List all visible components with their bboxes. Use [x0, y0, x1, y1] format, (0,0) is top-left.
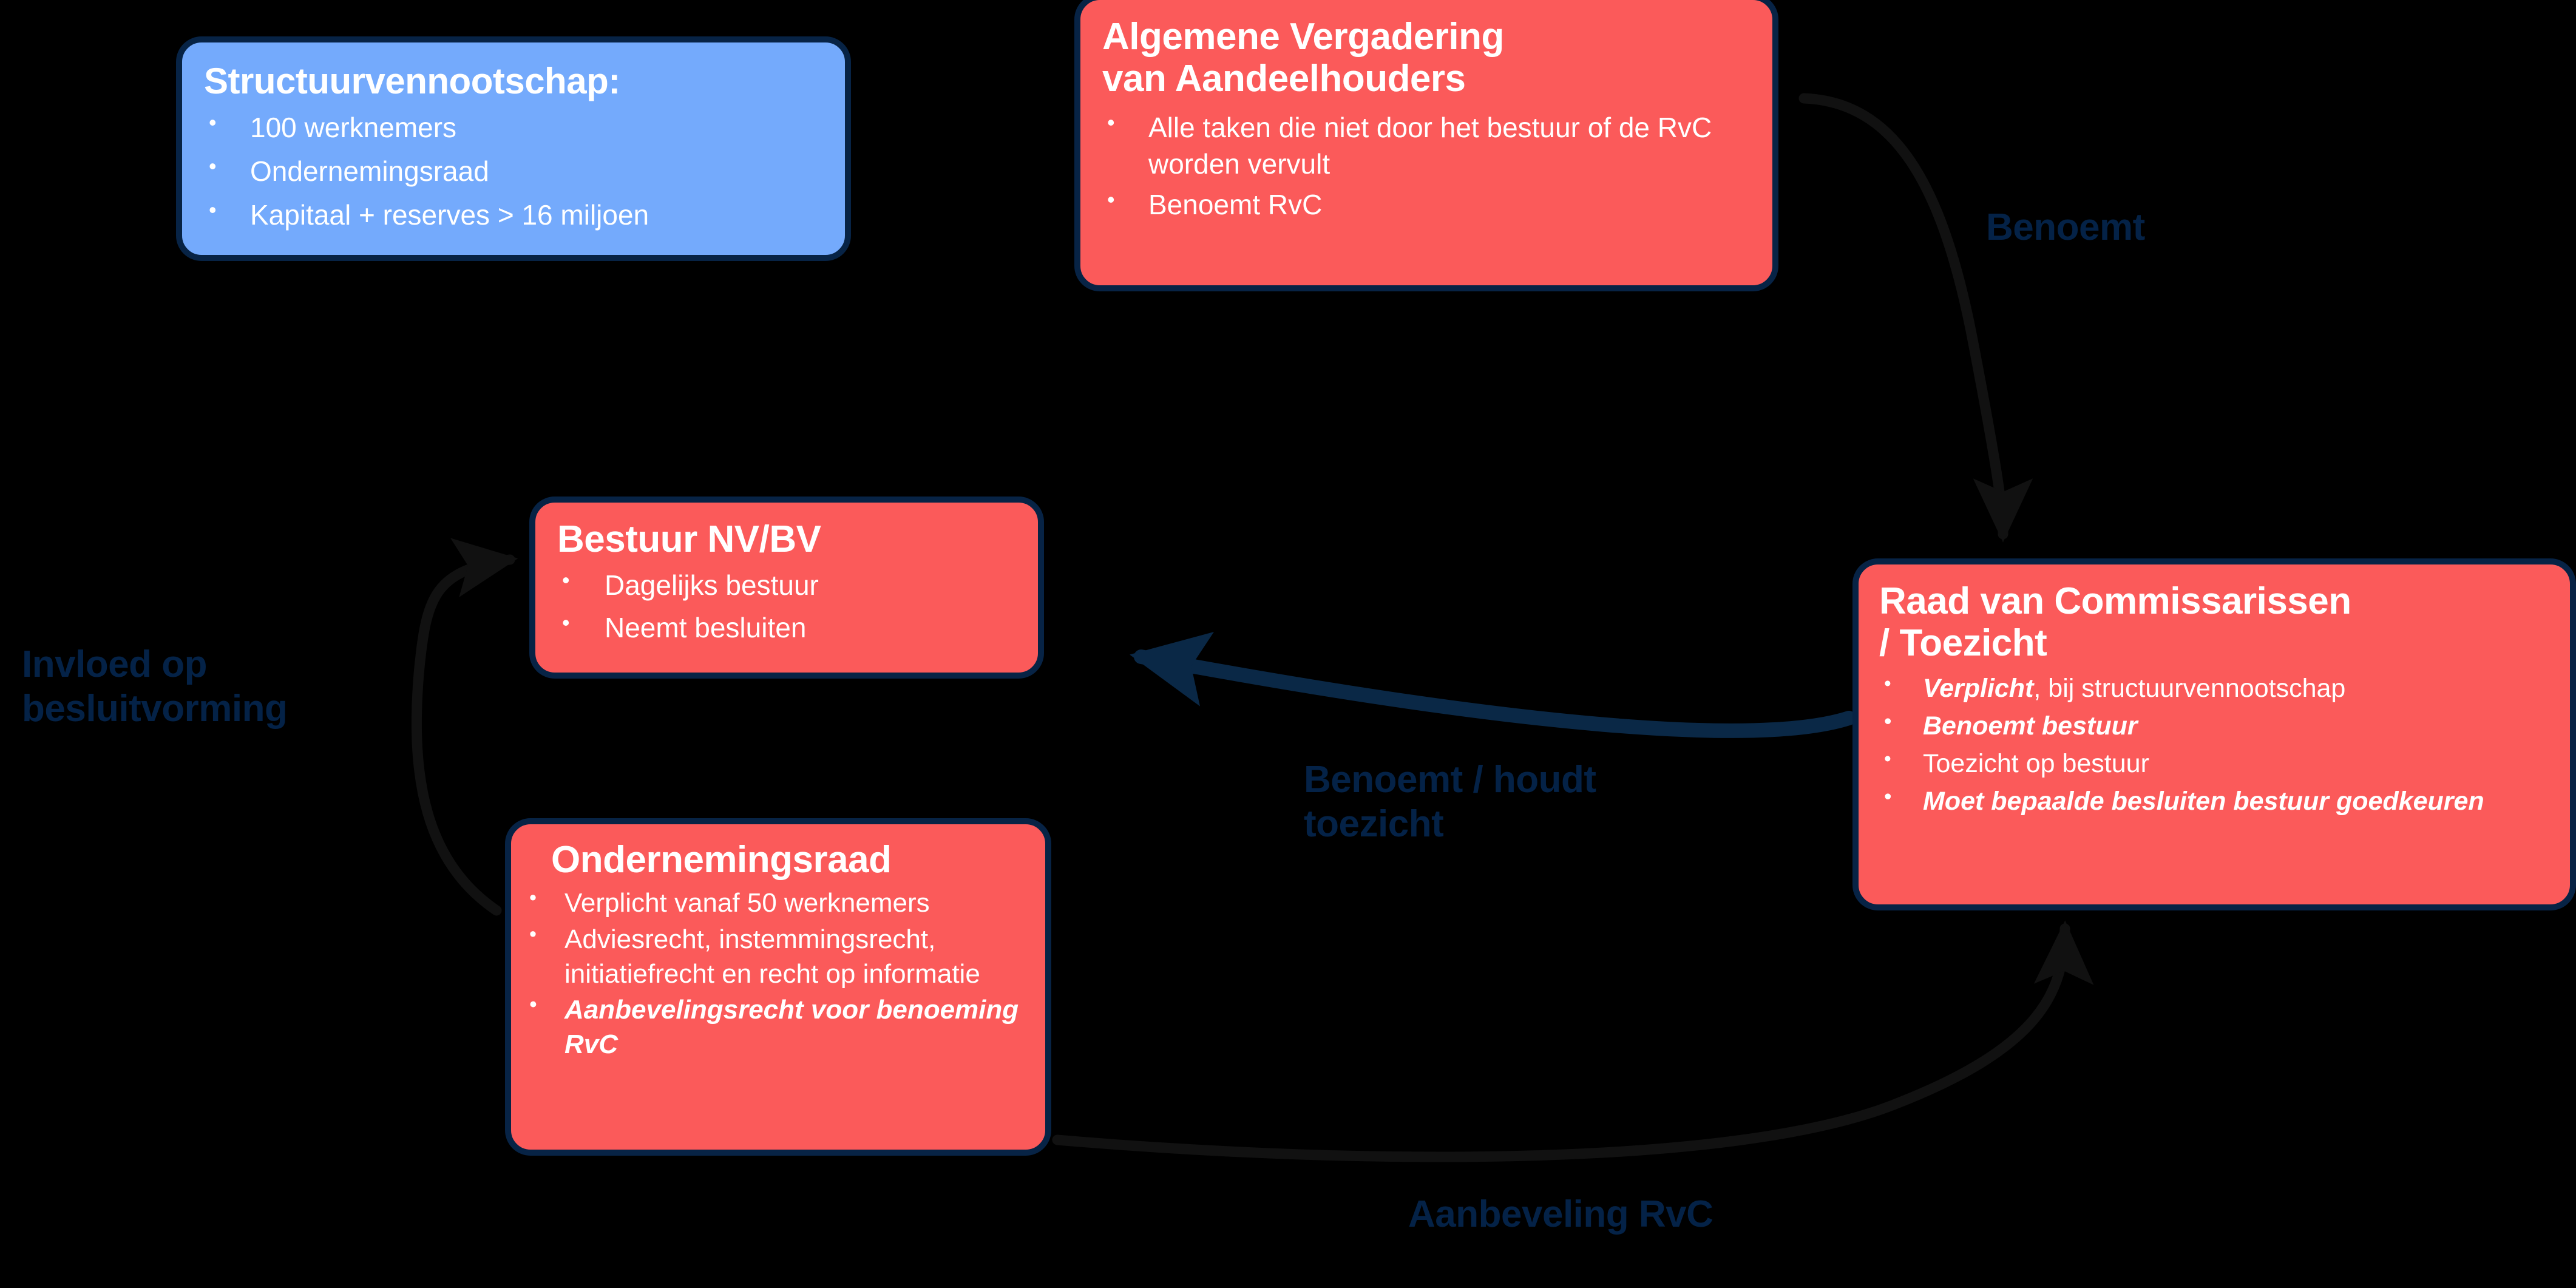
node-title-bestuur: Bestuur NV/BV [557, 518, 821, 560]
arrow-label-benoemt: Benoemt [1986, 206, 2145, 248]
node-bullets-ondernemingsraad: Verplicht vanaf 50 werknemers Adviesrech… [524, 884, 1029, 1062]
list-item: Toezicht op bestuur [1879, 746, 2552, 781]
node-bullets-structuurvennootschap: 100 werknemers Ondernemingsraad Kapitaal… [204, 109, 823, 234]
list-item-rest: , bij structuurvennootschap [2033, 673, 2346, 703]
node-title-algemene-vergadering: Algemene Vergadering van Aandeelhouders [1102, 16, 1504, 100]
node-title-ondernemingsraad: Ondernemingsraad [551, 839, 892, 881]
list-item: Verplicht, bij structuurvennootschap [1879, 671, 2552, 706]
node-structuurvennootschap[interactable]: Structuurvennootschap: 100 werknemers On… [176, 36, 851, 261]
arrow-ava-to-rvc [1798, 93, 2033, 543]
list-item-emphasis: Verplicht [1923, 673, 2034, 703]
arrow-or-to-rvc [1052, 920, 2094, 1162]
list-item: Benoemt bestuur [1879, 708, 2552, 744]
list-item: Neemt besluiten [557, 609, 1016, 646]
list-item: Adviesrecht, instemmingsrecht, initiatie… [524, 921, 1029, 991]
arrow-rvc-to-bestuur [1130, 631, 1856, 738]
list-item: Benoemt RvC [1102, 186, 1751, 223]
node-title-raad-van-commissarissen: Raad van Commissarissen / Toezicht [1879, 580, 2351, 665]
list-item: Dagelijks bestuur [557, 566, 1016, 604]
arrow-label-aanbeveling-rvc: Aanbeveling RvC [1408, 1193, 1713, 1235]
list-item: Kapitaal + reserves > 16 miljoen [204, 196, 823, 234]
node-title-structuurvennootschap: Structuurvennootschap: [204, 61, 620, 101]
list-item: Aanbevelingsrecht voor benoeming RvC [524, 991, 1029, 1062]
list-item: Moet bepaalde besluiten bestuur goedkeur… [1879, 784, 2552, 819]
list-item: 100 werknemers [204, 109, 823, 146]
list-item: Verplicht vanaf 50 werknemers [524, 884, 1029, 920]
node-bullets-algemene-vergadering: Alle taken die niet door het bestuur of … [1102, 109, 1751, 223]
arrow-label-benoemt-houdt-toezicht: Benoemt / houdt toezicht [1304, 759, 1596, 846]
node-ondernemingsraad[interactable]: Ondernemingsraad Verplicht vanaf 50 werk… [505, 818, 1051, 1156]
node-bullets-raad-van-commissarissen: Verplicht, bij structuurvennootschap Ben… [1879, 671, 2552, 819]
node-bestuur-nv-bv[interactable]: Bestuur NV/BV Dagelijks bestuur Neemt be… [529, 497, 1044, 679]
arrow-or-to-bestuur [411, 538, 518, 916]
list-item: Alle taken die niet door het bestuur of … [1102, 109, 1751, 183]
node-bullets-bestuur: Dagelijks bestuur Neemt besluiten [557, 566, 1016, 646]
node-raad-van-commissarissen-toezicht[interactable]: Raad van Commissarissen / Toezicht Verpl… [1852, 558, 2576, 910]
list-item: Ondernemingsraad [204, 152, 823, 190]
arrow-label-invloed-op-besluitvorming: Invloed op besluitvorming [22, 643, 288, 730]
node-algemene-vergadering-van-aandeelhouders[interactable]: Algemene Vergadering van Aandeelhouders … [1074, 0, 1778, 291]
